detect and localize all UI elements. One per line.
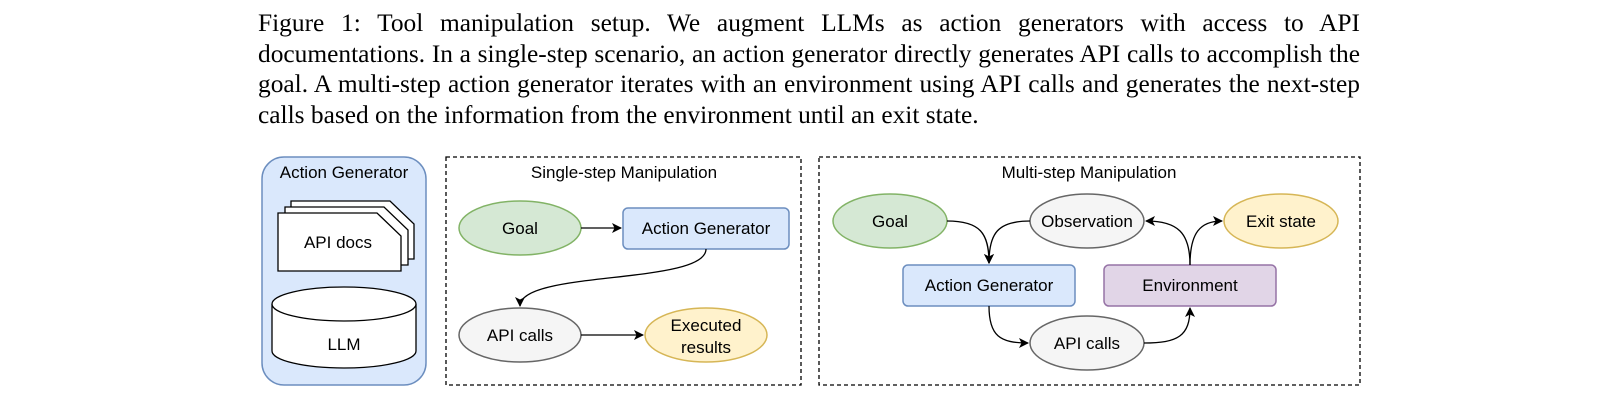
single-goal-label: Goal	[502, 219, 538, 238]
multi-step-panel-title: Multi-step Manipulation	[1002, 163, 1177, 182]
llm-label: LLM	[327, 335, 360, 354]
api-docs-label: API docs	[304, 233, 372, 252]
multi-observation-label: Observation	[1041, 212, 1133, 231]
multi-exit-state-node	[1223, 193, 1339, 249]
single-step-panel: Single-step Manipulation Goal Action Gen…	[445, 156, 802, 386]
single-executed-results-label-2: results	[681, 338, 731, 357]
single-generator-to-api-arrow	[515, 248, 707, 307]
single-step-panel-box	[445, 156, 802, 386]
multi-observation-to-generator-arrow	[984, 220, 1031, 264]
single-step-panel-title: Single-step Manipulation	[531, 163, 717, 182]
figure-label: Figure 1:	[258, 9, 361, 37]
single-executed-results-node	[644, 307, 768, 363]
multi-api-calls-label: API calls	[1054, 334, 1120, 353]
single-action-generator-label: Action Generator	[642, 219, 771, 238]
multi-exit-state-label: Exit state	[1246, 212, 1316, 231]
figure-caption-text: Tool manipulation setup. We augment LLMs…	[258, 9, 1360, 129]
multi-goal-label: Goal	[872, 212, 908, 231]
multi-api-to-environment-arrow	[1143, 307, 1195, 344]
multi-step-panel: Multi-step Manipulation Goal Observation…	[818, 156, 1361, 386]
action-generator-panel: Action Generator API docs LLM	[261, 156, 427, 386]
multi-environment-to-exit-arrow	[1189, 216, 1223, 266]
multi-environment-to-observation-arrow	[1145, 216, 1191, 266]
multi-generator-to-api-arrow	[988, 305, 1029, 348]
api-docs-icon	[277, 200, 415, 272]
single-api-calls-label: API calls	[487, 326, 553, 345]
llm-database-icon	[271, 286, 417, 369]
single-executed-results-label-1: Executed	[671, 316, 742, 335]
figure-caption: Figure 1: Tool manipulation setup. We au…	[258, 8, 1360, 130]
action-generator-panel-title: Action Generator	[280, 163, 409, 182]
multi-goal-to-generator-arrow	[946, 220, 994, 264]
multi-environment-label: Environment	[1142, 276, 1238, 295]
multi-action-generator-label: Action Generator	[925, 276, 1054, 295]
multi-step-panel-box	[818, 156, 1361, 386]
